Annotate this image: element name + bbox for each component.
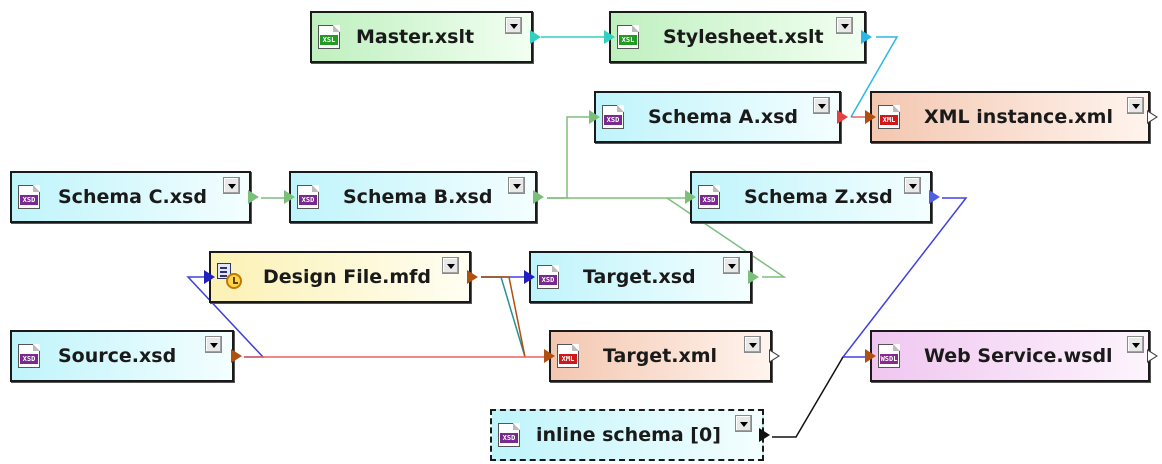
wire-stylesheet-to-xml-instance xyxy=(850,36,899,118)
dropdown-arrow-button[interactable] xyxy=(205,336,222,353)
xsd-file-icon: XSD xyxy=(297,185,319,209)
dropdown-arrow-button[interactable] xyxy=(813,97,830,114)
xsd-file-icon: XSD xyxy=(698,185,720,209)
output-port-icon[interactable] xyxy=(248,190,259,204)
component-label: Target.xsd xyxy=(583,266,696,288)
xsl-file-icon: XSL xyxy=(318,25,340,49)
dropdown-arrow-button[interactable] xyxy=(735,415,752,432)
dropdown-arrow-button[interactable] xyxy=(744,336,761,353)
component-stylesheet-xslt[interactable]: XSL Stylesheet.xslt xyxy=(604,11,872,63)
component-schema-z[interactable]: XSD Schema Z.xsd xyxy=(685,171,940,223)
dropdown-arrow-button[interactable] xyxy=(223,177,240,194)
dropdown-arrow-button[interactable] xyxy=(442,257,459,274)
xsd-file-icon: XSD xyxy=(18,185,40,209)
output-port-icon[interactable] xyxy=(533,190,544,204)
output-port-icon[interactable] xyxy=(861,30,872,44)
xml-file-icon: XML xyxy=(878,105,900,129)
component-label: Stylesheet.xslt xyxy=(663,26,824,48)
component-label: XML instance.xml xyxy=(924,106,1113,128)
dropdown-arrow-button[interactable] xyxy=(1127,336,1144,353)
input-port-icon[interactable] xyxy=(685,190,696,204)
component-label: Target.xml xyxy=(603,345,718,367)
input-port-icon[interactable] xyxy=(544,349,555,363)
component-label: Web Service.wsdl xyxy=(924,345,1113,367)
input-port-icon[interactable] xyxy=(284,190,295,204)
output-port-icon[interactable] xyxy=(231,349,242,363)
component-master-xslt[interactable]: XSL Master.xslt xyxy=(310,11,541,63)
component-label: Design File.mfd xyxy=(263,266,431,288)
component-xml-instance[interactable]: XML XML instance.xml xyxy=(865,91,1158,143)
component-target-xml[interactable]: XML Target.xml xyxy=(544,330,780,382)
input-port-icon[interactable] xyxy=(604,30,615,44)
wire-inline-schema-to-web-service xyxy=(772,356,844,438)
dropdown-arrow-button[interactable] xyxy=(1127,97,1144,114)
xsd-file-icon: XSD xyxy=(537,265,559,289)
output-port-icon[interactable] xyxy=(769,349,780,363)
component-label: Schema B.xsd xyxy=(343,186,493,208)
component-web-service[interactable]: WSDL Web Service.wsdl xyxy=(865,330,1158,382)
xml-file-icon: XML xyxy=(557,344,579,368)
mapping-design-icon xyxy=(217,263,245,291)
output-port-icon[interactable] xyxy=(837,110,848,124)
input-port-icon[interactable] xyxy=(865,349,876,363)
dropdown-arrow-button[interactable] xyxy=(904,177,921,194)
xsd-file-icon: XSD xyxy=(602,105,624,129)
component-label: Source.xsd xyxy=(58,345,177,367)
output-port-icon[interactable] xyxy=(759,428,770,442)
wire-target-xsd-to-schema-b xyxy=(666,197,787,278)
wire-schema-b-to-schema-a xyxy=(547,116,590,199)
output-port-icon[interactable] xyxy=(929,190,940,204)
component-label: inline schema [0] xyxy=(536,424,721,446)
component-target-xsd[interactable]: XSD Target.xsd xyxy=(524,251,759,303)
component-schema-a[interactable]: XSD Schema A.xsd xyxy=(589,91,848,143)
dropdown-arrow-button[interactable] xyxy=(505,17,522,34)
dropdown-arrow-button[interactable] xyxy=(508,177,525,194)
component-schema-c[interactable]: XSD Schema C.xsd xyxy=(10,171,259,223)
xsd-file-icon: XSD xyxy=(18,344,40,368)
component-label: Master.xslt xyxy=(356,26,475,48)
input-port-icon[interactable] xyxy=(524,270,535,284)
wire-schema-z-to-web-service xyxy=(841,197,968,358)
output-port-icon[interactable] xyxy=(530,30,541,44)
output-port-icon[interactable] xyxy=(467,270,478,284)
output-port-icon[interactable] xyxy=(1147,110,1158,124)
component-design-file[interactable]: Design File.mfd xyxy=(204,251,478,303)
dropdown-arrow-button[interactable] xyxy=(723,257,740,274)
output-port-icon[interactable] xyxy=(748,270,759,284)
output-port-icon[interactable] xyxy=(1147,349,1158,363)
wire-design-to-target-xml-brown xyxy=(481,276,526,358)
component-label: Schema A.xsd xyxy=(648,106,799,128)
component-inline-schema[interactable]: XSD inline schema [0] xyxy=(490,409,770,461)
component-source-xsd[interactable]: XSD Source.xsd xyxy=(10,330,242,382)
xsd-file-icon: XSD xyxy=(498,423,520,447)
component-schema-b[interactable]: XSD Schema B.xsd xyxy=(284,171,544,223)
dropdown-arrow-button[interactable] xyxy=(836,17,853,34)
xsl-file-icon: XSL xyxy=(617,25,639,49)
component-label: Schema C.xsd xyxy=(58,186,207,208)
wsdl-file-icon: WSDL xyxy=(878,344,900,368)
input-port-icon[interactable] xyxy=(865,110,876,124)
wire-design-to-target-xml-teal xyxy=(481,276,526,358)
component-label: Schema Z.xsd xyxy=(744,186,893,208)
input-port-icon[interactable] xyxy=(204,270,215,284)
input-port-icon[interactable] xyxy=(589,110,600,124)
